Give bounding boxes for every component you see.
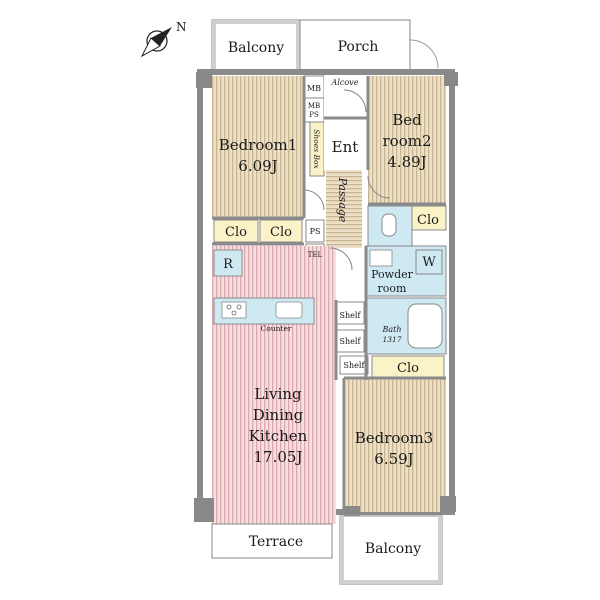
toilet-icon xyxy=(381,213,397,237)
porch-label: Porch xyxy=(338,39,379,55)
balcony-top xyxy=(211,19,301,73)
closet-bedroom1-left xyxy=(213,219,259,243)
entrance xyxy=(324,118,368,170)
refrigerator-label: R xyxy=(223,257,234,272)
shelf-upper-label: Shelf xyxy=(340,311,362,320)
closet-bedroom1-right xyxy=(259,219,303,243)
north-label: N xyxy=(176,20,187,34)
ldk xyxy=(212,246,336,524)
bedroom1-size: 6.09J xyxy=(238,157,277,175)
closet-bedroom1-left-label: Clo xyxy=(225,225,247,240)
bedroom3-label: Bedroom3 xyxy=(355,429,434,447)
washer-label: W xyxy=(422,255,436,270)
entrance-label: Ent xyxy=(332,138,359,156)
bathtub-icon xyxy=(407,303,443,349)
bedroom1 xyxy=(212,76,304,218)
balcony-top-label: Balcony xyxy=(228,40,284,56)
bedroom3-size: 6.59J xyxy=(374,450,413,468)
mb-label: MB xyxy=(307,84,321,93)
passage xyxy=(326,170,362,248)
bedroom3 xyxy=(346,378,446,512)
shelf-middle-label: Shelf xyxy=(340,337,362,346)
bedroom2-label-line1: Bed xyxy=(392,111,422,129)
bedroom2-label-line2: room2 xyxy=(383,132,432,150)
bedroom2 xyxy=(368,76,446,204)
alcove-label: Alcove xyxy=(331,78,359,87)
terrace xyxy=(211,523,333,559)
washbasin-icon xyxy=(369,249,393,267)
bath-label-line2: 1317 xyxy=(382,335,401,344)
closet-bedroom3-label: Clo xyxy=(397,361,419,376)
stove-icon xyxy=(221,301,247,319)
ldk-label-line1: Living xyxy=(254,385,302,403)
balcony-bottom-label: Balcony xyxy=(365,541,421,557)
ps-label: PS xyxy=(310,227,321,236)
counter-label: Counter xyxy=(261,324,292,333)
porch xyxy=(299,19,411,73)
closet-bedroom2 xyxy=(411,205,447,231)
north-arrow-icon: N xyxy=(140,20,187,58)
ldk-label-line2: Dining xyxy=(253,406,304,424)
closet-bedroom2-label: Clo xyxy=(417,213,439,228)
bath-label-line1: Bath xyxy=(381,325,401,334)
shelf-lower xyxy=(339,355,369,375)
passage-label: Passage xyxy=(336,177,349,223)
powder-room-label-line1: Powder xyxy=(371,268,414,281)
powder-room-label-line2: room xyxy=(378,282,408,295)
tel-label: TEL xyxy=(308,251,323,259)
ldk-size: 17.05J xyxy=(254,448,303,466)
closet-bedroom1-right-label: Clo xyxy=(270,225,292,240)
mbps-label-line1: MB xyxy=(308,102,320,110)
terrace-label: Terrace xyxy=(249,534,303,550)
bedroom2-size: 4.89J xyxy=(387,153,426,171)
bedroom1-label: Bedroom1 xyxy=(219,136,298,154)
ps-box xyxy=(305,219,325,243)
refrigerator xyxy=(213,249,243,277)
washer-space xyxy=(415,249,443,275)
mbps-label-line2: PS xyxy=(309,111,319,119)
shelf-lower-label: Shelf xyxy=(344,361,366,370)
sink-icon xyxy=(275,301,303,319)
ldk-label-line3: Kitchen xyxy=(249,427,308,445)
shoes-box-label: Shoes Box xyxy=(312,129,321,169)
